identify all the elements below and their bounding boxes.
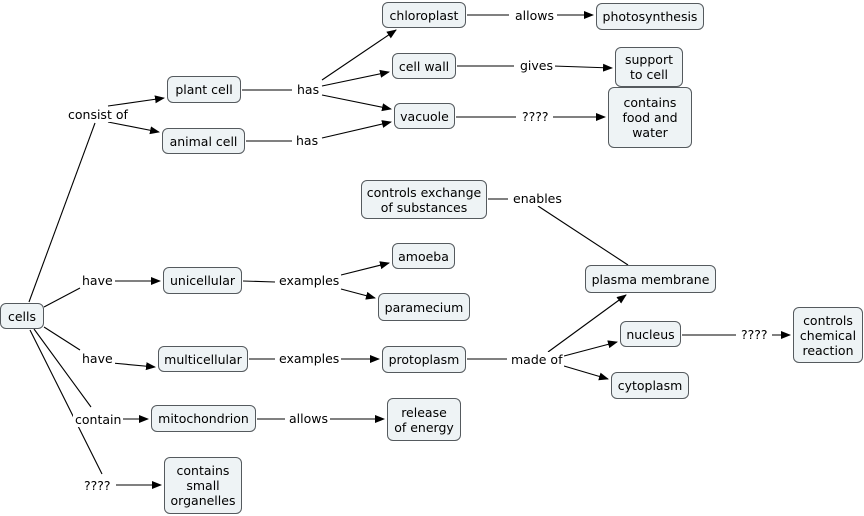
link-examples-multicellular: examples [277,351,342,366]
arrow-to-multicellular [111,362,156,371]
link-made-of: made of [509,352,565,367]
arrow-to-support [552,63,613,72]
concept-contains-food-and-water[interactable]: contains food and water [608,87,692,148]
link-gives: gives [518,58,556,73]
link-enables: enables [511,191,564,206]
line-uni-examples [242,280,276,283]
arrow-to-nucleus [563,340,618,357]
link-contain: contain [73,412,124,427]
arrow-to-amoeba [340,261,390,276]
link-allows-mitochondrion: allows [287,411,330,426]
arrow-to-vacuole [321,94,392,112]
link-allows-chloroplast: allows [513,8,556,23]
concept-vacuole[interactable]: vacuole [394,103,455,129]
concept-release-of-energy[interactable]: release of energy [387,398,461,441]
concept-cytoplasm[interactable]: cytoplasm [611,372,689,399]
link-have-unicellular: have [80,273,115,288]
concept-contains-small-organelles[interactable]: contains small organelles [164,457,242,514]
link-has-animal: has [294,133,321,148]
concept-plant-cell[interactable]: plant cell [167,76,241,103]
concept-controls-exchange[interactable]: controls exchange of substances [361,180,487,219]
concept-cells[interactable]: cells [0,303,44,329]
arrow-to-cytoplasm [563,365,609,381]
concept-paramecium[interactable]: paramecium [378,293,470,321]
line-cells-consist [28,122,96,303]
concept-amoeba[interactable]: amoeba [392,243,455,269]
concept-support-to-cell[interactable]: support to cell [615,47,683,87]
concept-plasma-membrane[interactable]: plasma membrane [585,265,716,293]
arrow-to-plant-cell [107,95,165,107]
concept-photosynthesis[interactable]: photosynthesis [596,3,704,30]
line-cells-have-multi [43,326,81,351]
concept-unicellular[interactable]: unicellular [163,267,242,294]
arrow-animal-to-vacuole [321,120,392,139]
arrow-to-animal-cell [107,121,160,135]
link-have-multicellular: have [80,351,115,366]
line-cells-unknown [29,329,103,475]
arrow-to-plasma-membrane [547,294,627,353]
link-unknown-nucleus: ???? [739,327,770,342]
link-examples-unicellular: examples [277,273,342,288]
concept-controls-chemical-reaction[interactable]: controls chemical reaction [793,307,863,363]
concept-protoplasm[interactable]: protoplasm [382,346,466,373]
concept-multicellular[interactable]: multicellular [158,346,248,372]
link-has-plant: has [295,82,322,97]
concept-mitochondrion[interactable]: mitochondrion [151,405,256,432]
concept-animal-cell[interactable]: animal cell [162,128,245,154]
link-consist-of: consist of [66,107,130,122]
link-unknown-cells: ???? [82,478,113,493]
line-enables-membrane [537,205,629,266]
concept-cell-wall[interactable]: cell wall [392,53,456,79]
concept-nucleus[interactable]: nucleus [620,321,681,347]
concept-chloroplast[interactable]: chloroplast [382,2,466,28]
line-cells-contain [33,328,92,408]
line-cells-have-uni [43,287,81,308]
arrow-to-cell-wall [321,69,390,87]
arrow-to-chloroplast [321,29,397,81]
arrow-to-paramecium [340,288,376,300]
link-unknown-vacuole: ???? [520,109,551,124]
